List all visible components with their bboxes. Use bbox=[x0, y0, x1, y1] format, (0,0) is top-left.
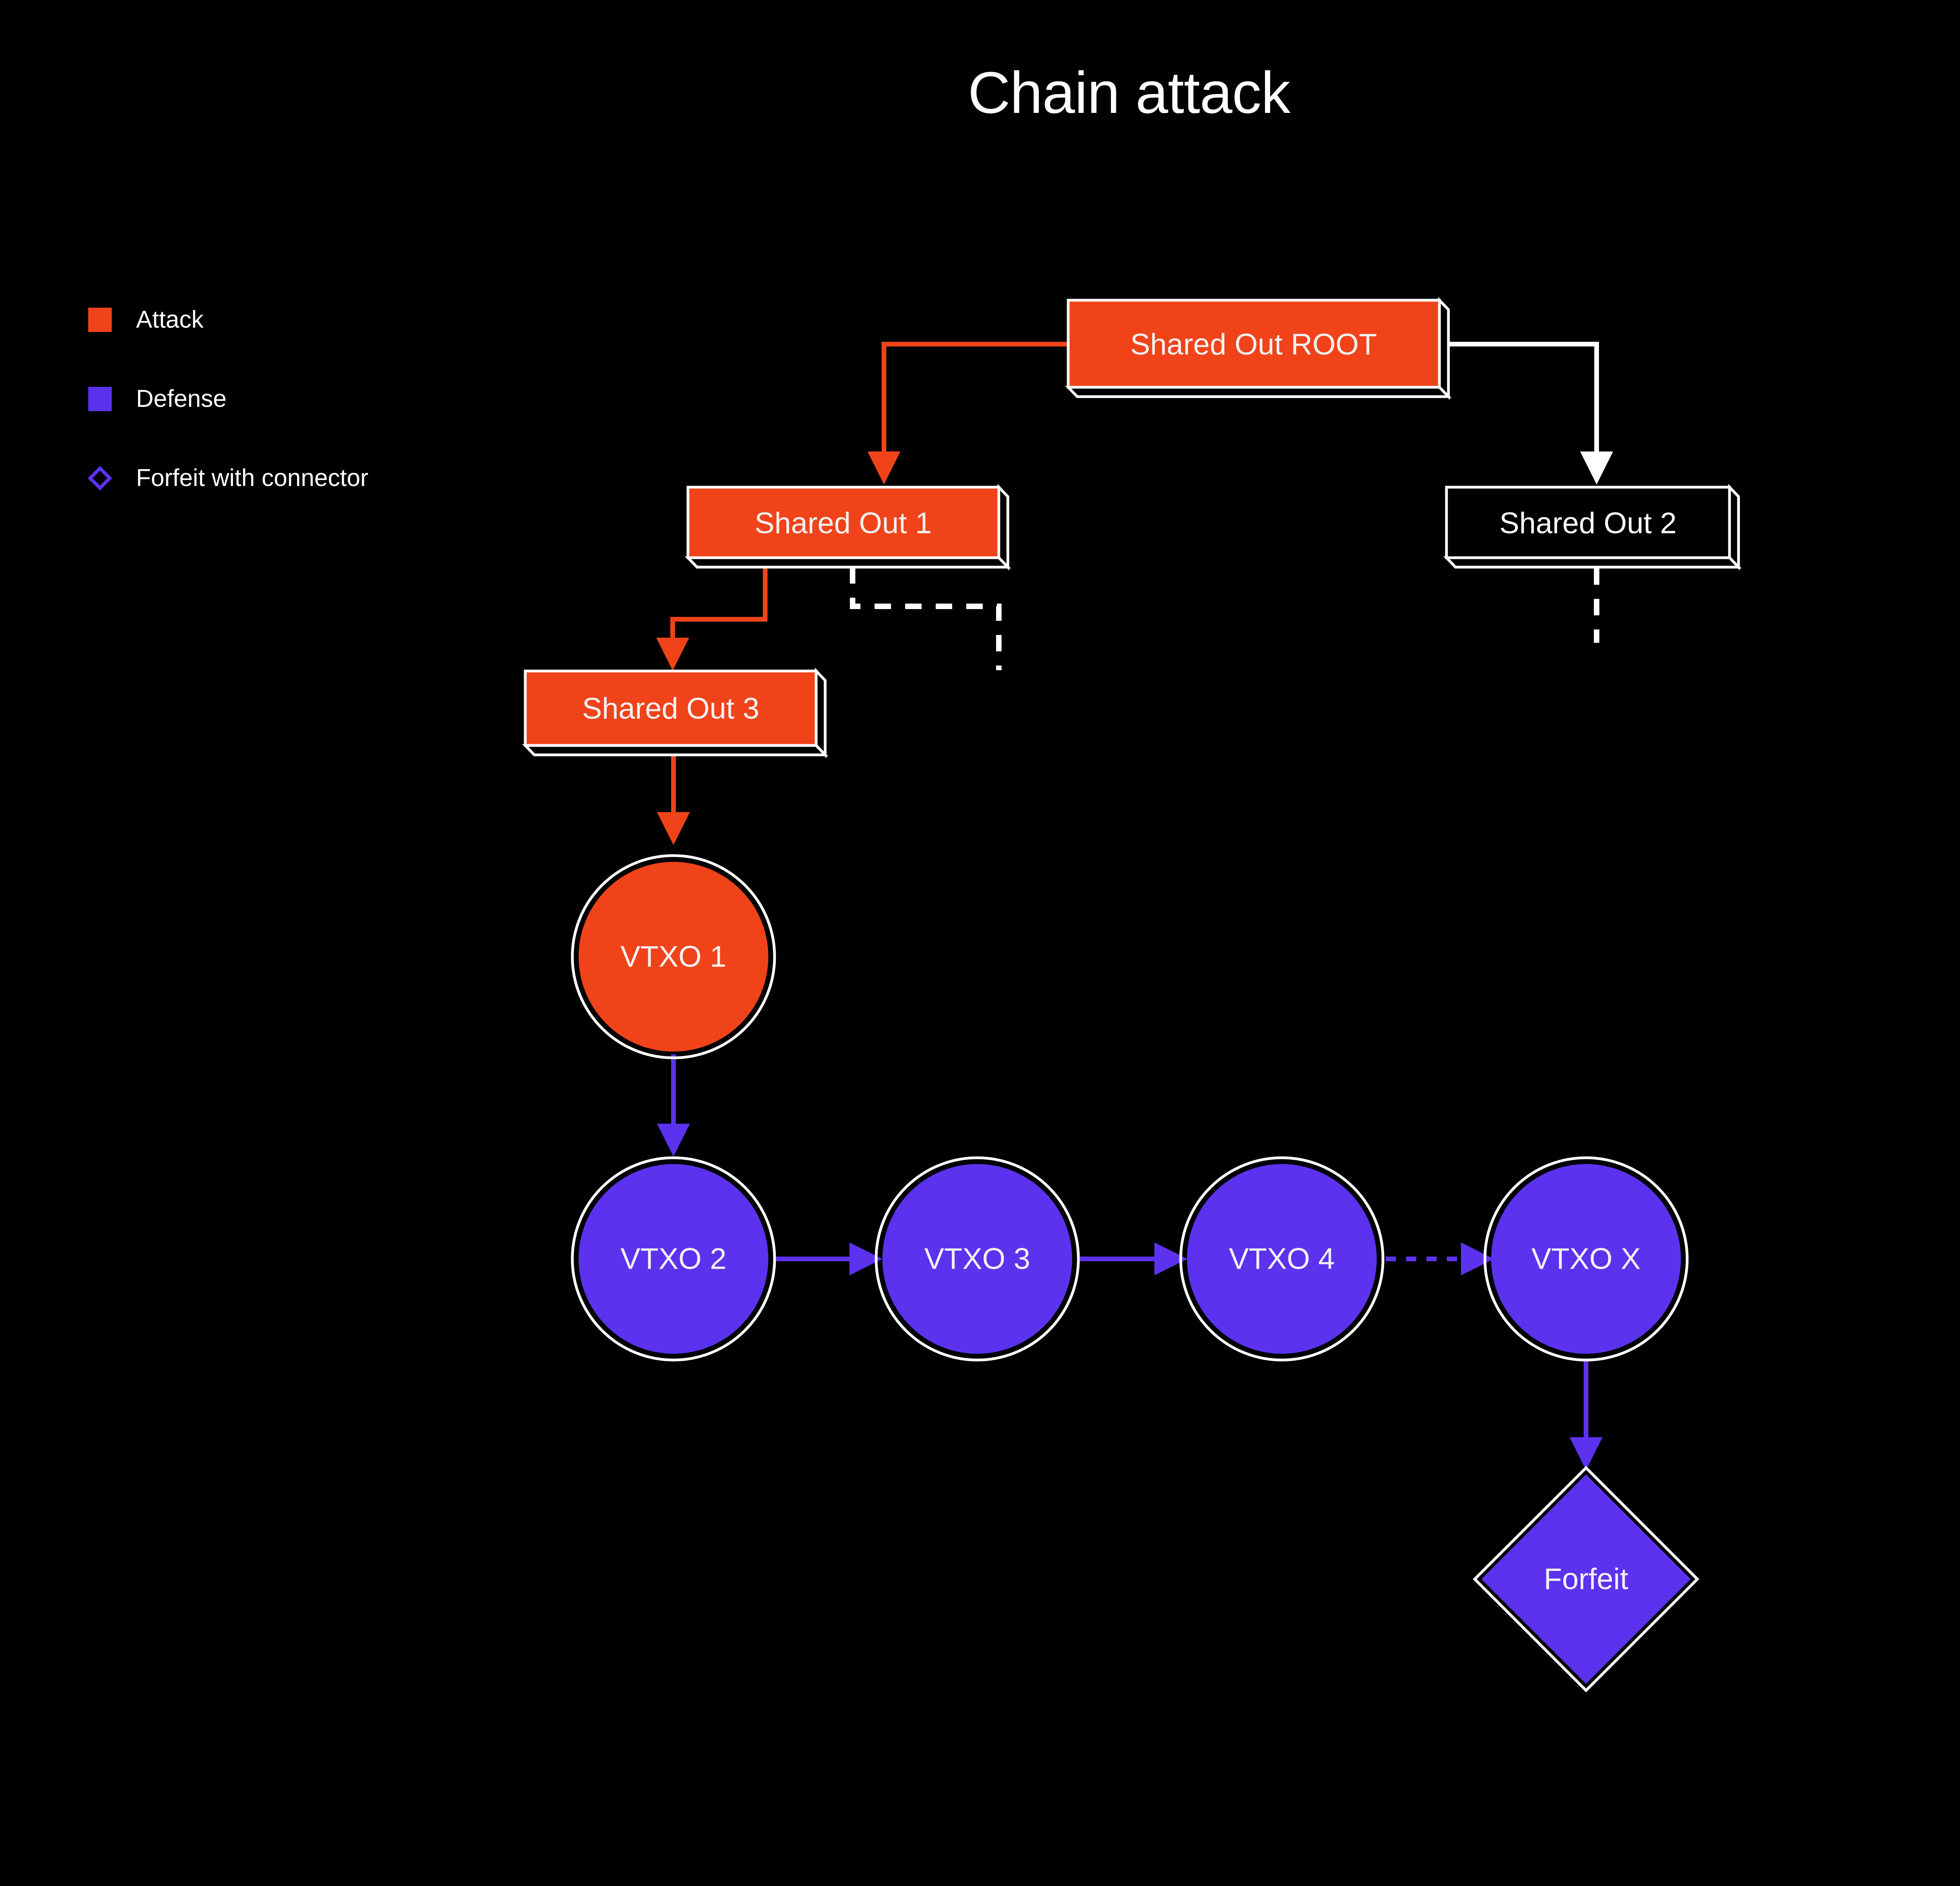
edge-shared-out-1-to-shared-out-3 bbox=[656, 567, 768, 671]
node-label: Shared Out 2 bbox=[1499, 507, 1677, 540]
defense-swatch-icon bbox=[88, 387, 112, 411]
node-shared-out-root[interactable]: Shared Out ROOT bbox=[1065, 297, 1452, 400]
page-title: Chain attack bbox=[968, 60, 1290, 125]
node-vtxo-x[interactable]: VTXO X bbox=[1483, 1156, 1689, 1362]
node-label: VTXO 4 bbox=[1229, 1242, 1335, 1276]
node-shared-out-2[interactable]: Shared Out 2 bbox=[1443, 484, 1742, 571]
node-label: Shared Out 1 bbox=[755, 507, 932, 540]
node-vtxo-4[interactable]: VTXO 4 bbox=[1179, 1156, 1385, 1362]
node-shared-out-3[interactable]: Shared Out 3 bbox=[522, 667, 829, 758]
node-label: Forfeit bbox=[1544, 1563, 1628, 1596]
legend: Attack Defense Forfeit with connector bbox=[88, 302, 559, 539]
node-label: VTXO 2 bbox=[621, 1242, 726, 1276]
edge-root-to-shared-out-2 bbox=[1439, 342, 1613, 484]
edge-shared-out-1-dashed-branch bbox=[850, 567, 1002, 670]
legend-item-attack: Attack bbox=[88, 302, 559, 338]
node-shared-out-1[interactable]: Shared Out 1 bbox=[684, 484, 1011, 571]
edge-root-to-shared-out-1 bbox=[867, 342, 1068, 484]
node-label: Shared Out ROOT bbox=[1130, 328, 1377, 361]
attack-swatch-icon bbox=[88, 308, 112, 332]
node-forfeit[interactable]: Forfeit bbox=[1473, 1466, 1699, 1692]
node-vtxo-2[interactable]: VTXO 2 bbox=[571, 1156, 776, 1362]
node-vtxo-1[interactable]: VTXO 1 bbox=[571, 854, 776, 1059]
node-label: VTXO 3 bbox=[924, 1242, 1030, 1276]
diamond-outline-icon bbox=[88, 466, 112, 490]
legend-item-defense: Defense bbox=[88, 381, 559, 417]
legend-label-forfeit: Forfeit with connector bbox=[136, 464, 368, 491]
node-vtxo-3[interactable]: VTXO 3 bbox=[875, 1156, 1080, 1362]
node-label: VTXO X bbox=[1532, 1242, 1641, 1276]
legend-label-defense: Defense bbox=[136, 385, 227, 412]
node-label: VTXO 1 bbox=[621, 940, 726, 974]
legend-item-forfeit: Forfeit with connector bbox=[88, 460, 559, 496]
node-label: Shared Out 3 bbox=[582, 692, 759, 725]
legend-label-attack: Attack bbox=[136, 306, 204, 333]
